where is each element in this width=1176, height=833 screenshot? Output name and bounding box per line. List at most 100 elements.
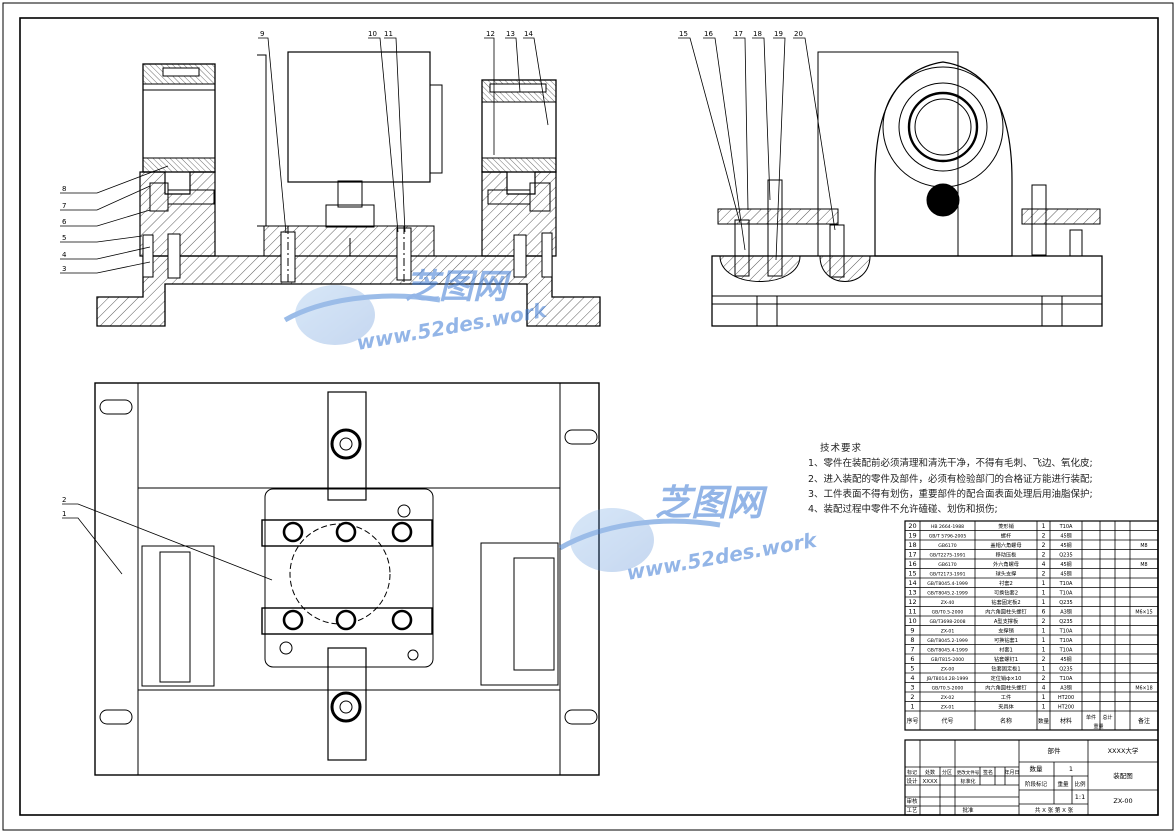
- balloon-9: 9: [260, 30, 264, 38]
- parts-row-code: GB/T 5796-2005: [929, 534, 967, 540]
- parts-row-name: 定位销ф×10: [991, 674, 1022, 682]
- parts-row-material: HT200: [1058, 695, 1074, 701]
- parts-header-weight: 重量: [1093, 723, 1103, 730]
- parts-row-no: 11: [908, 608, 916, 616]
- tb-rev-mark: 标记: [907, 769, 917, 776]
- parts-row-code: GB/T8045.4-1999: [927, 648, 968, 654]
- parts-row-qty: 1: [1042, 694, 1046, 701]
- balloon-14: 14: [524, 30, 533, 38]
- balloon-15: 15: [679, 30, 688, 38]
- parts-row-no: 12: [908, 598, 916, 606]
- tb-quantity-value: 1: [1069, 765, 1073, 773]
- balloon-5: 5: [62, 234, 66, 242]
- parts-row-qty: 4: [1042, 685, 1046, 692]
- balloon-3: 3: [62, 265, 66, 273]
- plan-bolt-circles: [279, 428, 419, 723]
- parts-row-name: 移动压板: [996, 551, 1018, 559]
- parts-header-no: 序号: [906, 717, 918, 725]
- parts-row-name: 可换钻套2: [994, 589, 1018, 597]
- tb-quantity-label: 数量: [1030, 764, 1044, 773]
- parts-row-material: HT200: [1058, 705, 1074, 711]
- tb-approve: 批准: [962, 806, 974, 814]
- parts-header-qty: 数量: [1038, 717, 1050, 725]
- balloon-13: 13: [506, 30, 515, 38]
- parts-row-no: 13: [908, 589, 916, 597]
- parts-header-material: 材料: [1060, 717, 1072, 725]
- parts-row-qty: 2: [1042, 618, 1046, 625]
- parts-row-material: Q235: [1059, 553, 1072, 559]
- parts-row-code: GB/T815-2000: [931, 657, 964, 663]
- parts-row-code: GB6170: [938, 562, 956, 568]
- parts-row-material: T10A: [1059, 638, 1073, 644]
- tb-rev-zone: 分区: [942, 769, 952, 776]
- parts-row-material: A3钢: [1060, 685, 1072, 692]
- parts-row-no: 3: [910, 684, 914, 692]
- parts-row-name: 盖帽六角螺母: [990, 541, 1021, 549]
- parts-row-no: 20: [908, 522, 916, 530]
- watermark-brand-2: 芝图网: [655, 483, 768, 524]
- tb-role-review: 审核: [906, 797, 918, 805]
- balloon-17: 17: [734, 30, 743, 38]
- parts-row-name: 菱形销: [998, 522, 1014, 530]
- parts-row-no: 9: [910, 627, 914, 635]
- tb-scale-label: 比例: [1074, 780, 1086, 788]
- balloon-8: 8: [62, 185, 66, 193]
- tech-req-title: 技术要求: [820, 443, 863, 454]
- parts-row-no: 8: [910, 636, 914, 644]
- parts-row-qty: 1: [1042, 666, 1046, 673]
- parts-row-material: T10A: [1059, 591, 1073, 597]
- parts-row-code: ZX-02: [941, 695, 955, 701]
- parts-row-no: 14: [908, 579, 916, 587]
- parts-row-no: 4: [910, 674, 914, 682]
- inner-border: [19, 17, 1159, 816]
- parts-row-no: 17: [908, 551, 916, 559]
- parts-row-qty: 2: [1042, 571, 1046, 578]
- balloon-12: 12: [486, 30, 495, 38]
- parts-row-material: T10A: [1059, 648, 1073, 654]
- balloon-plan-1: 1: [62, 510, 66, 518]
- watermark-url-2: www.52des.work: [625, 528, 820, 585]
- tb-assembly-label: 部件: [1048, 746, 1062, 755]
- parts-row-material: T10A: [1059, 581, 1073, 587]
- tb-role-process: 工艺: [906, 807, 918, 814]
- parts-header-code: 代号: [941, 717, 953, 725]
- parts-row-material: T10A: [1059, 524, 1073, 530]
- parts-header-total: 总计: [1102, 714, 1112, 721]
- tb-rev-date: 年月日: [1004, 769, 1019, 776]
- parts-row-material: 45钢: [1060, 571, 1071, 578]
- parts-row-no: 1: [910, 703, 914, 711]
- balloon-16: 16: [704, 30, 713, 38]
- parts-row-name: 支撑销: [998, 627, 1014, 635]
- parts-row-code: ZX-01: [941, 629, 955, 635]
- front-section-view: [96, 51, 601, 327]
- parts-row-material: A3钢: [1060, 609, 1072, 616]
- parts-row-qty: 2: [1042, 533, 1046, 540]
- parts-row-code: GB/T2173-1991: [929, 572, 965, 578]
- parts-row-material: T10A: [1059, 629, 1073, 635]
- parts-row-code: HB 2664-1988: [931, 524, 964, 530]
- watermark-brand: 芝图网: [405, 267, 512, 307]
- parts-row-no: 19: [908, 532, 916, 540]
- parts-row-code: JB/T8014.2B-1999: [926, 676, 969, 682]
- parts-row-material: Q235: [1059, 600, 1072, 606]
- balloon-plan-2: 2: [62, 496, 66, 504]
- technical-requirements: 技术要求 1、零件在装配前必须清理和清洗干净，不得有毛刺、飞边、氧化皮; 2、进…: [808, 441, 1148, 517]
- parts-row-qty: 1: [1042, 628, 1046, 635]
- tb-role-design: 设计: [906, 777, 918, 785]
- parts-row-no: 2: [910, 693, 914, 701]
- parts-row-no: 5: [910, 665, 914, 673]
- tb-stage-mark: 阶段标记: [1025, 780, 1048, 788]
- tech-req-line-1: 1、零件在装配前必须清理和清洗干净，不得有毛刺、飞边、氧化皮;: [808, 458, 1093, 470]
- parts-row-material: Q235: [1059, 619, 1072, 625]
- parts-row-name: 夹具体: [998, 703, 1014, 711]
- balloon-6: 6: [62, 218, 67, 226]
- leader-lines: [60, 37, 836, 581]
- parts-row-no: 16: [908, 560, 916, 568]
- parts-row-qty: 2: [1042, 542, 1046, 549]
- parts-row-qty: 1: [1042, 637, 1046, 644]
- tech-req-line-4: 4、装配过程中零件不允许磕碰、划伤和损伤;: [808, 504, 998, 516]
- tb-rev-count: 处数: [925, 769, 935, 776]
- balloon-19: 19: [774, 30, 783, 38]
